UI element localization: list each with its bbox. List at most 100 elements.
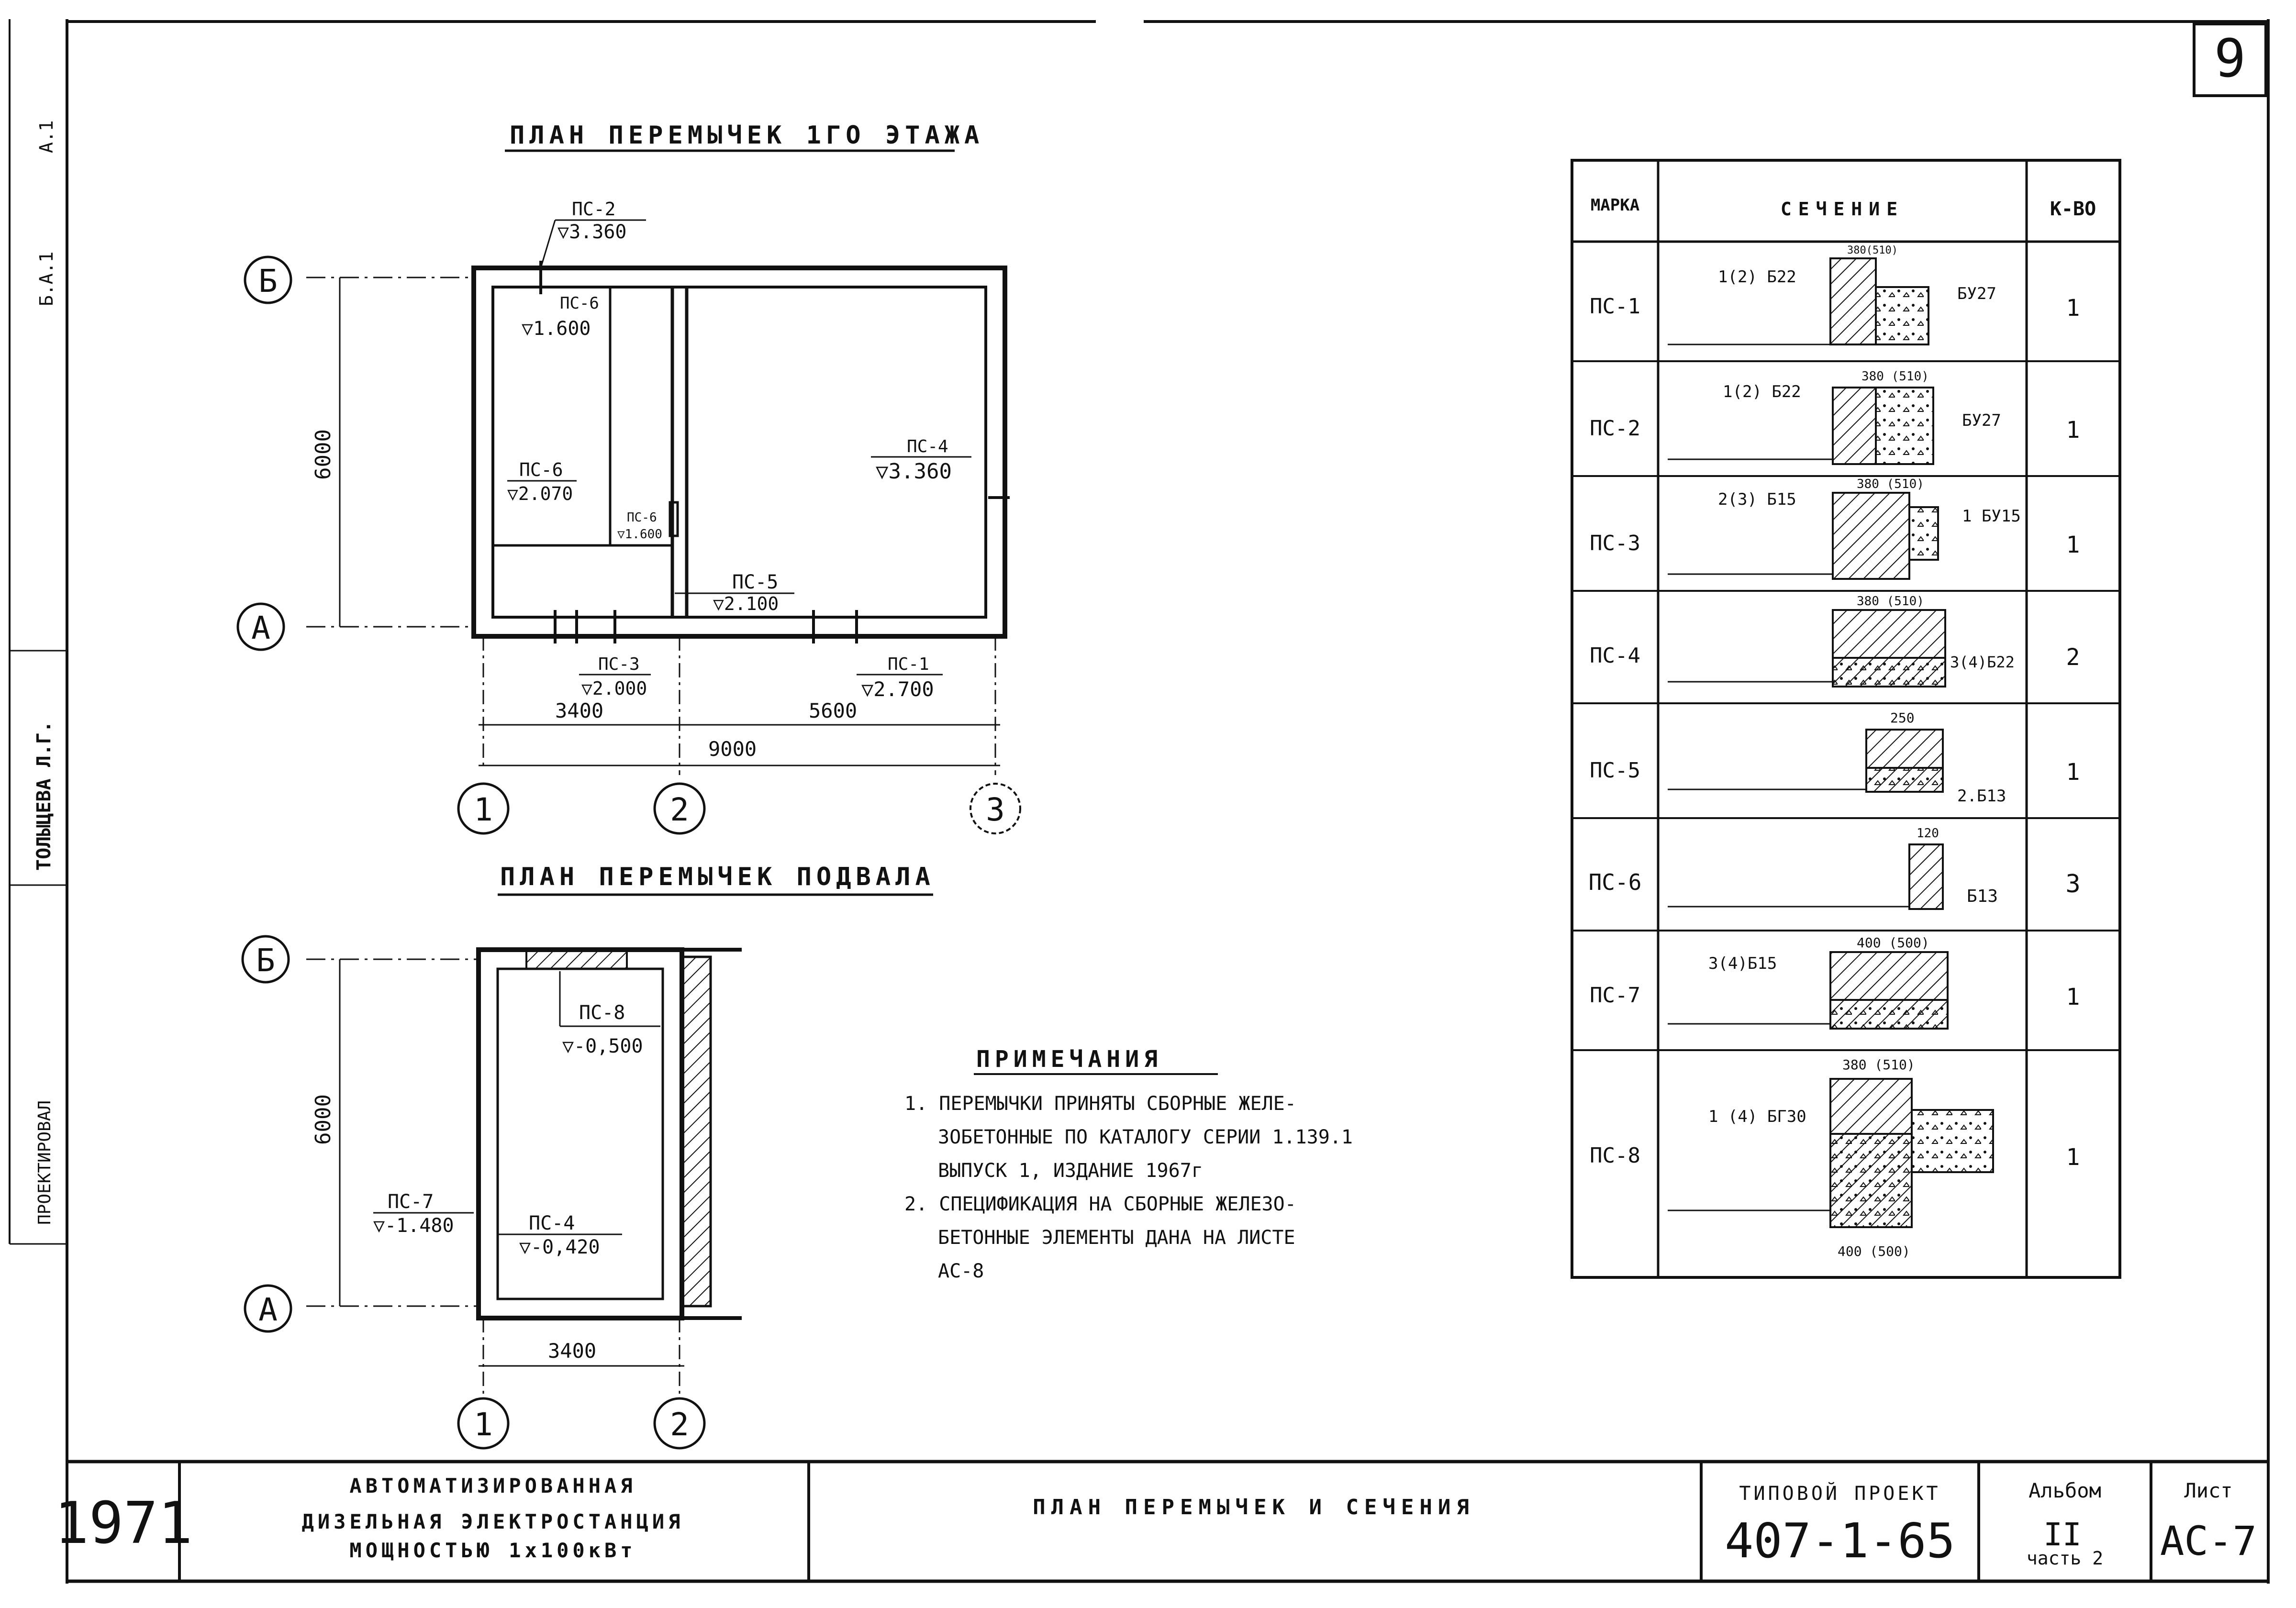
sheet-number-box: 9 (2193, 22, 2267, 97)
floor-outer-wall (471, 266, 1007, 639)
callout-ps6-a: ПС-6 ▽1.600 (522, 294, 599, 340)
notes: ПРИМЕЧАНИЯ 1. ПЕРЕМЫЧКИ ПРИНЯТЫ СБОРНЫЕ … (904, 1046, 1353, 1282)
basement-hatched-wall (680, 955, 712, 1308)
floor-inner-wall (491, 286, 987, 619)
notes-title: ПРИМЕЧАНИЯ (976, 1046, 1162, 1073)
basement-axis-2: 2 (670, 1406, 689, 1443)
axis-a-label: А (251, 610, 270, 646)
basement-title: ПЛАН ПЕРЕМЫЧЕК ПОДВАЛА (500, 863, 935, 891)
side-stamp-name: ТОЛЫЦЕВА Л.Г. (33, 721, 55, 871)
axis-1-label: 1 (474, 791, 493, 828)
svg-text:1: 1 (2066, 295, 2080, 322)
svg-text:ПС-6: ПС-6 (560, 294, 599, 313)
svg-text:400 (500): 400 (500) (1857, 935, 1929, 951)
table-row: ПС-3 1 2(3) Б15 1 БУ15 380 (510) (1590, 477, 2080, 580)
svg-text:380 (510): 380 (510) (1842, 1057, 1915, 1073)
object-line-1: АВТОМАТИЗИРОВАННАЯ (349, 1474, 636, 1497)
svg-text:3: 3 (2065, 870, 2080, 898)
notes-line-4: 2. СПЕЦИФИКАЦИЯ НА СБОРНЫЕ ЖЕЛЕЗО- (904, 1193, 1296, 1215)
dim-height: 6000 (311, 429, 335, 480)
callout-ps2: ПС-2 ▽3.360 (540, 199, 646, 268)
section-table: МАРКА СЕЧЕНИЕ К-ВО ПС-1 1 1(2) Б22 БУ27 … (1571, 159, 2121, 1279)
svg-text:3(4)Б15: 3(4)Б15 (1708, 954, 1777, 973)
svg-text:БУ27: БУ27 (1957, 284, 1996, 303)
dim-left: 3400 (555, 699, 603, 722)
album-label: Альбом (2029, 1479, 2101, 1502)
sheet-label: Лист (2184, 1479, 2232, 1502)
sheet-number: 9 (2214, 28, 2246, 89)
sheet-code: АС-7 (2160, 1518, 2257, 1564)
axis-3-label: 3 (986, 791, 1005, 828)
sheet-frame (9, 19, 2270, 1584)
svg-text:1: 1 (2066, 417, 2080, 444)
callout-ps4-basement: ПС-4 ▽-0,420 (498, 1212, 622, 1258)
dim-total: 9000 (708, 737, 757, 761)
table-header-count: К-ВО (2050, 198, 2096, 220)
svg-text:3(4)Б22: 3(4)Б22 (1950, 653, 2015, 671)
lintel-ticks (539, 261, 1010, 643)
svg-text:1 (4) БГ30: 1 (4) БГ30 (1708, 1107, 1806, 1126)
project-number: 407-1-65 (1725, 1513, 1955, 1569)
table-row: ПС-8 1 1 (4) БГ30 380 (510) 400 (500) (1590, 1057, 2080, 1259)
svg-text:ПС-2: ПС-2 (1590, 416, 1640, 441)
svg-text:2.Б13: 2.Б13 (1957, 787, 2006, 806)
basement-axis-b: Б (256, 942, 275, 979)
side-stamp-role: ПРОЕКТИРОВАЛ (35, 1100, 55, 1225)
first-floor-plan: ПЛАН ПЕРЕМЫЧЕК 1ГО ЭТАЖА Б А 1 2 3 6000 … (236, 121, 1021, 835)
svg-text:▽1.600: ▽1.600 (522, 318, 591, 340)
notes-line-1: 1. ПЕРЕМЫЧКИ ПРИНЯТЫ СБОРНЫЕ ЖЕЛЕ- (904, 1093, 1296, 1115)
album-number: II (2043, 1516, 2081, 1553)
basement-dim-width: 3400 (548, 1339, 596, 1363)
svg-text:1(2) Б22: 1(2) Б22 (1718, 267, 1796, 287)
svg-text:400 (500): 400 (500) (1838, 1243, 1910, 1259)
first-floor-title: ПЛАН ПЕРЕМЫЧЕК 1ГО ЭТАЖА (510, 121, 984, 150)
title-year: 1971 (55, 1490, 193, 1557)
svg-text:ПС-2: ПС-2 (572, 199, 616, 220)
callout-ps6-c: ПС-6 ▽1.600 (617, 510, 662, 542)
basement-dim-height: 6000 (311, 1094, 335, 1145)
table-header-section: СЕЧЕНИЕ (1781, 199, 1904, 220)
svg-text:▽3.360: ▽3.360 (557, 221, 627, 243)
callout-ps5: ПС-5 ▽2.100 (675, 571, 794, 614)
svg-text:ПС-4: ПС-4 (907, 437, 948, 456)
svg-text:ПС-7: ПС-7 (1590, 983, 1640, 1008)
svg-text:▽-0,500: ▽-0,500 (562, 1035, 643, 1057)
callout-ps4: ПС-4 ▽3.360 (871, 437, 971, 484)
table-row: ПС-2 1 1(2) Б22 БУ27 380 (510) (1590, 369, 2080, 465)
svg-text:1: 1 (2066, 759, 2080, 786)
svg-text:▽2.100: ▽2.100 (713, 593, 779, 614)
svg-text:380 (510): 380 (510) (1857, 477, 1924, 491)
svg-text:ПС-6: ПС-6 (627, 510, 657, 525)
svg-text:ПС-3: ПС-3 (598, 654, 640, 674)
svg-text:1(2) Б22: 1(2) Б22 (1723, 382, 1801, 401)
svg-text:▽3.360: ▽3.360 (876, 459, 952, 484)
table-row: ПС-1 1 1(2) Б22 БУ27 380(510) (1590, 244, 2080, 345)
svg-text:120: 120 (1917, 826, 1939, 841)
svg-text:ПС-4: ПС-4 (529, 1212, 575, 1234)
notes-line-3: ВЫПУСК 1, ИЗДАНИЕ 1967г (938, 1160, 1203, 1182)
callout-ps1: ПС-1 ▽2.700 (857, 654, 943, 701)
svg-text:380 (510): 380 (510) (1861, 369, 1929, 384)
basement-axis-1: 1 (474, 1406, 493, 1443)
svg-text:ПС-6: ПС-6 (519, 459, 563, 480)
svg-text:ПС-3: ПС-3 (1590, 531, 1640, 555)
svg-text:ПС-8: ПС-8 (579, 1002, 625, 1024)
svg-text:1: 1 (2066, 532, 2080, 558)
callout-ps6-b: ПС-6 ▽2.070 (507, 459, 577, 504)
notes-line-5: БЕТОННЫЕ ЭЛЕМЕНТЫ ДАНА НА ЛИСТЕ (938, 1227, 1295, 1249)
svg-text:1 БУ15: 1 БУ15 (1962, 507, 2021, 526)
table-row: ПС-5 1 2.Б13 250 (1590, 710, 2080, 806)
svg-text:▽1.600: ▽1.600 (617, 527, 662, 542)
svg-text:▽-0,420: ▽-0,420 (519, 1236, 600, 1258)
svg-text:ПС-7: ПС-7 (388, 1191, 434, 1213)
callout-ps3: ПС-3 ▽2.000 (579, 654, 651, 699)
side-stamp: А.1 Б.А.1 ТОЛЫЦЕВА Л.Г. ПРОЕКТИРОВАЛ (33, 120, 57, 1225)
svg-text:Б13: Б13 (1967, 887, 1998, 906)
dim-right: 5600 (809, 699, 857, 722)
basement-plan: ПЛАН ПЕРЕМЫЧЕК ПОДВАЛА Б А 1 2 6000 3400… (241, 863, 935, 1450)
notes-line-6: АС-8 (938, 1260, 984, 1282)
table-header-mark: МАРКА (1591, 196, 1639, 215)
callout-ps7: ПС-7 ▽-1.480 (373, 1191, 474, 1237)
axis-2-label: 2 (670, 791, 689, 828)
svg-text:1: 1 (2066, 1144, 2080, 1171)
